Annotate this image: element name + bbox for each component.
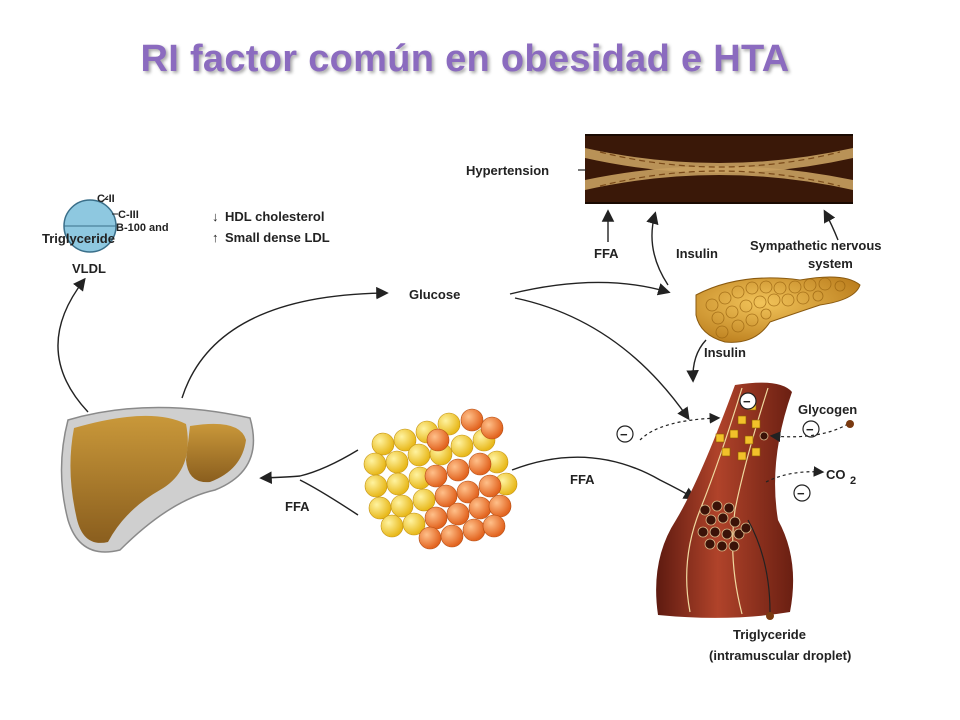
svg-text:−: − [806, 422, 814, 437]
triglyceride-droplet-label-line1: Triglyceride [733, 627, 806, 642]
glucose-label: Glucose [409, 287, 460, 302]
glycogen-label: Glycogen [798, 402, 857, 417]
ffa-muscle-label: FFA [570, 472, 595, 487]
svg-text:−: − [620, 427, 628, 442]
muscle-fiber-icon [656, 382, 794, 618]
co2-label: CO [826, 467, 846, 482]
sns-label-line2: system [808, 256, 853, 271]
hypertension-label: Hypertension [466, 163, 549, 178]
pancreas-icon [695, 276, 861, 343]
inhibition-sign: − [616, 425, 634, 443]
insulin-pancreas-label: Insulin [704, 345, 746, 360]
page-title: RI factor común en obesidad e HTA [140, 38, 790, 80]
up-arrow-icon: ↑ [212, 230, 219, 245]
adipose-tissue-icon [363, 408, 518, 550]
inhibition-sign: − [739, 392, 757, 410]
liver-icon [60, 406, 255, 553]
co2-subscript: 2 [850, 475, 856, 487]
hdl-label: HDL cholesterol [225, 209, 324, 224]
ffa-liver-label: FFA [285, 499, 310, 514]
sns-label-line1: Sympathetic nervous [750, 238, 882, 253]
apo-c3-label: C-III [118, 209, 139, 221]
vldl-particle-icon [63, 195, 118, 253]
apo-c2-label: C-II [97, 193, 115, 205]
vldl-label: VLDL [72, 261, 106, 276]
insulin-vessel-label: Insulin [676, 246, 718, 261]
ffa-vessel-label: FFA [594, 246, 619, 261]
down-arrow-icon: ↓ [212, 209, 219, 224]
inhibition-sign: − [793, 484, 811, 502]
svg-text:−: − [743, 394, 751, 409]
svg-text:−: − [797, 486, 805, 501]
ldl-label: Small dense LDL [225, 230, 330, 245]
apo-b100-label: B-100 and [116, 222, 169, 234]
triglyceride-droplet-label-line2: (intramuscular droplet) [709, 648, 851, 663]
blood-vessel-icon [585, 134, 853, 204]
inhibition-sign: − [802, 420, 820, 438]
triglyceride-vldl-label: Triglyceride [42, 231, 115, 246]
